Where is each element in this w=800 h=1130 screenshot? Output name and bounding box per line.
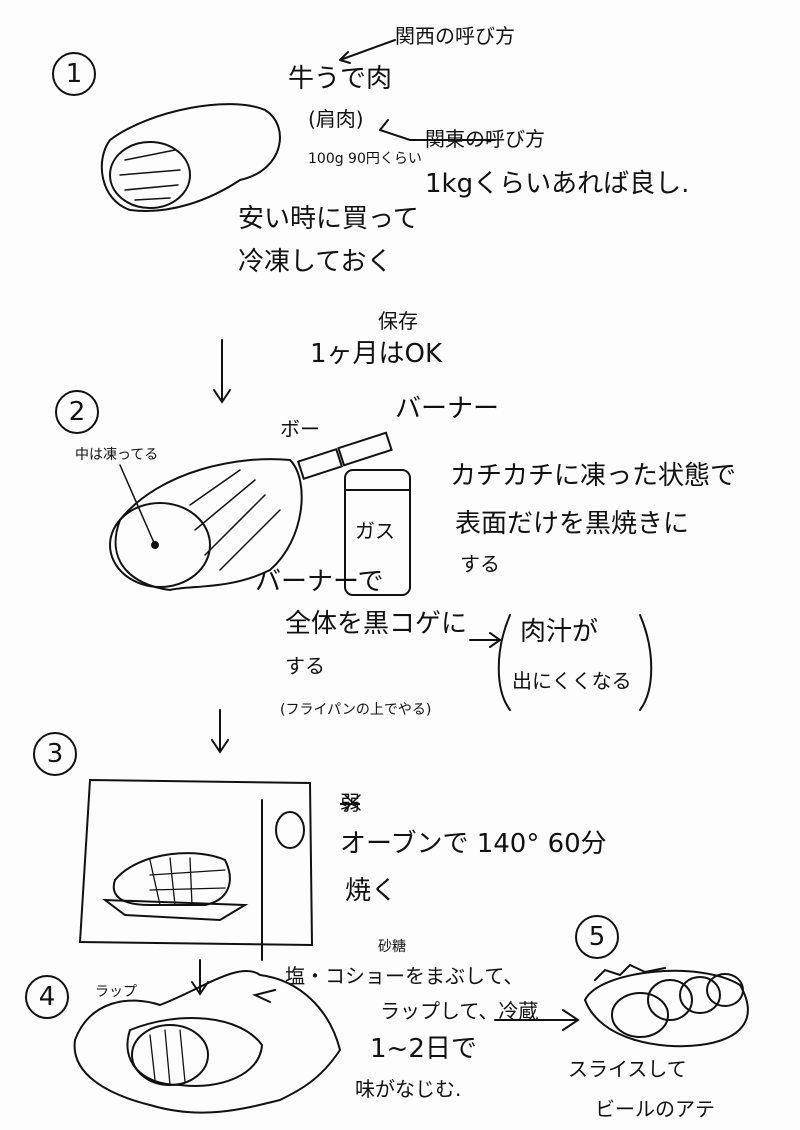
slice-label: スライスして: [568, 1057, 687, 1081]
kanto-name-label: 関東の呼び方: [425, 127, 545, 151]
meat-block-drawing: [100, 103, 281, 212]
burner-with-label: バーナーで: [255, 567, 384, 597]
step-number-3: 3: [33, 732, 77, 776]
beer-snack-label: ビールのアテ: [595, 1097, 715, 1121]
step-number-4: 4: [25, 975, 69, 1019]
storage-note: 保存: [378, 309, 418, 333]
burner-label: バーナー: [395, 394, 500, 424]
result-line2: 出にくくなる: [512, 669, 632, 693]
step-number-5: 5: [575, 915, 619, 959]
bake-label: 焼く: [345, 876, 398, 906]
instruction-line2: 表面だけを黒焼きに: [455, 509, 690, 539]
sliced-meat-plate-drawing: [583, 963, 749, 1048]
buy-cheap-line1: 安い時に買って: [238, 204, 419, 234]
season-instruction: 塩・コショーをまぶして、: [285, 964, 524, 988]
sugar-insert: 砂糖: [378, 939, 406, 955]
pan-note: (フライパンの上でやる): [280, 702, 432, 718]
char-line1: 全体を黒コゲに: [285, 609, 468, 639]
step-number-2: 2: [55, 390, 99, 434]
instruction-line1: カチカチに凍った状態で: [450, 461, 737, 491]
inside-frozen-label: 中は凍ってる: [75, 447, 159, 463]
wrap-chill-instruction: ラップして、冷蔵: [380, 999, 539, 1023]
buy-cheap-line2: 冷凍しておく: [238, 247, 393, 277]
wrapped-meat-drawing: [73, 969, 342, 1114]
result-line1: 肉汁が: [520, 617, 599, 647]
meat-alt-name: (肩肉): [308, 107, 364, 131]
struck-word: 弱: [340, 791, 360, 815]
settle-label: 味がなじむ.: [355, 1077, 462, 1101]
burner-meat-drawing: [109, 431, 411, 596]
price-note: 100g 90円くらい: [308, 151, 422, 167]
oven-instruction: オーブンで 140° 60分: [340, 829, 607, 859]
bo-label: ボー: [280, 417, 320, 441]
wrap-label: ラップ: [95, 984, 137, 1000]
oven-drawing: [78, 778, 314, 961]
char-line2: する: [285, 654, 325, 678]
kansai-name-label: 関西の呼び方: [395, 24, 515, 48]
storage-duration: 1ヶ月はOK: [310, 339, 443, 369]
instruction-line3: する: [460, 552, 500, 576]
amount-note: 1kgくらいあれば良し.: [425, 169, 690, 199]
days-label: 1~2日で: [370, 1034, 477, 1064]
gas-label: ガス: [355, 519, 395, 543]
meat-name: 牛うで肉: [288, 64, 393, 94]
step-number-1: 1: [52, 52, 96, 96]
